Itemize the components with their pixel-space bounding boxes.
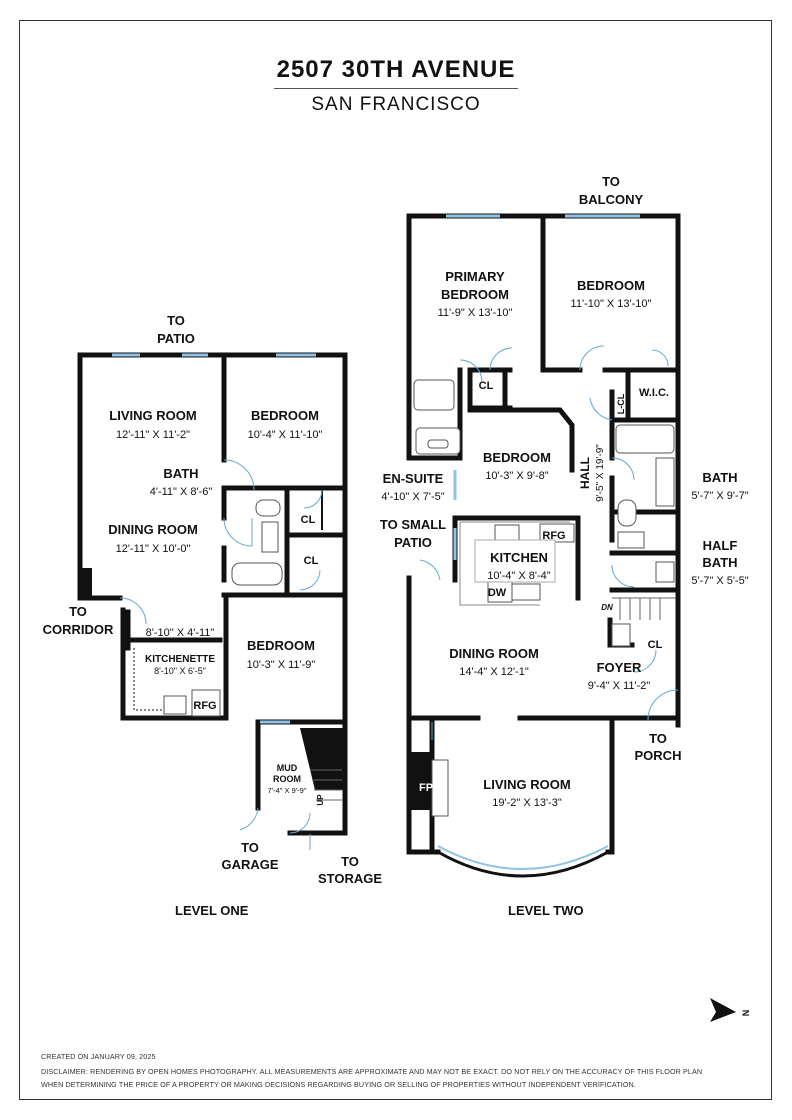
city-subtitle: SAN FRANCISCO [311,94,481,115]
created-date: CREATED ON JANUARY 09, 2025 [41,1052,156,1061]
to-patio-label-2: PATIO [157,331,195,346]
title-divider [274,88,518,89]
l2-bath-dims: 5'-7" X 9'-7" [691,490,748,502]
to-garage-label-2: GARAGE [221,857,278,872]
to-garage-label-1: TO [241,840,259,855]
l2-bedroom-a-name: BEDROOM [577,278,645,293]
l2-bedroom-b-name: BEDROOM [483,450,551,465]
foyer-name: FOYER [597,660,642,675]
level-two-title: LEVEL TWO [508,903,584,918]
l1-bath-name: BATH [163,466,198,481]
level-two-plan [406,213,681,878]
page-frame [19,20,772,1100]
l2-living-room-dims: 19'-2" X 13'-3" [492,797,562,809]
l1-bedroom1-dims: 10'-4" X 11'-10" [248,429,323,441]
l2-dining-room-name: DINING ROOM [449,646,539,661]
l2-living-room-name: LIVING ROOM [483,777,570,792]
to-patio-label-1: TO [167,313,185,328]
l1-up-label: UP [316,794,325,806]
hall-dims: 9'-5" X 19'-9" [595,444,606,502]
l2-foyer-closet-label: CL [648,639,663,651]
to-corridor-label-2: CORRIDOR [43,622,114,637]
hall-name: HALL [578,457,592,489]
disclaimer-line-1: DISCLAIMER: RENDERING BY OPEN HOMES PHOT… [41,1067,703,1076]
l2-bedroom-a-dims: 11'-10" X 13'-10" [571,298,652,310]
primary-bedroom-name-1: PRIMARY [445,269,505,284]
to-small-patio-label-1: TO SMALL [380,517,446,532]
l1-living-room-dims: 12'-11" X 11'-2" [116,429,190,441]
to-porch-label-2: PORCH [635,748,682,763]
l1-bath-dims: 4'-11" X 8'-6" [150,486,213,498]
kitchen-dims: 10'-4" X 8'-4" [487,570,550,582]
primary-bedroom-name-2: BEDROOM [441,287,509,302]
l2-bedroom-b-dims: 10'-3" X 9'-8" [485,470,548,482]
l1-kitchenette-dims: 8'-10" X 6'-5" [154,666,206,676]
l1-bedroom2-dims: 10'-3" X 11'-9" [247,659,316,671]
to-balcony-label-1: TO [602,174,620,189]
walk-in-closet-label: W.I.C. [639,387,669,399]
l1-dining-room-dims: 12'-11" X 10'-0" [116,543,191,555]
to-storage-label-2: STORAGE [318,871,382,886]
primary-bedroom-dims: 11'-9" X 13'-10" [438,307,513,319]
l2-bath-name: BATH [702,470,737,485]
en-suite-name: EN-SUITE [383,471,444,486]
l1-bedroom1-name: BEDROOM [251,408,319,423]
half-bath-dims: 5'-7" X 5'-5" [691,575,748,587]
l1-hall-dims: 8'-10" X 4'-11" [146,627,215,639]
compass-arrow-icon [710,998,736,1022]
to-porch-label-1: TO [649,731,667,746]
fireplace-label: FP [419,782,433,794]
l1-rfg-label: RFG [193,700,216,712]
l1-closet-label-1: CL [301,514,316,526]
l2-down-label: DN [601,603,613,612]
address-title: 2507 30TH AVENUE [276,56,516,83]
level-one-plan [77,352,348,850]
to-corridor-label-1: TO [69,604,87,619]
disclaimer-line-2: WHEN DETERMINING THE PRICE OF A PROPERTY… [41,1080,636,1089]
l1-closet-label-2: CL [304,555,319,567]
to-storage-label-1: TO [341,854,359,869]
linen-closet-label: L-CL [616,393,626,414]
mud-room-name-1: MUD [277,763,298,773]
mud-room-dims: 7'-4" X 9'-9" [267,786,306,795]
l2-rfg-label: RFG [542,530,565,542]
to-small-patio-label-2: PATIO [394,535,432,550]
l1-living-room-name: LIVING ROOM [109,408,196,423]
dishwasher-label: DW [488,587,507,599]
half-bath-name-1: HALF [703,538,738,553]
l1-bedroom2-name: BEDROOM [247,638,315,653]
foyer-dims: 9'-4" X 11'-2" [588,680,651,692]
to-balcony-label-2: BALCONY [579,192,644,207]
half-bath-name-2: BATH [702,555,737,570]
l2-dining-room-dims: 14'-4" X 12'-1" [459,666,529,678]
l1-kitchenette-name: KITCHENETTE [145,654,215,665]
l1-dining-room-name: DINING ROOM [108,522,198,537]
en-suite-dims: 4'-10" X 7'-5" [381,491,444,503]
compass-north-label: N [741,1010,751,1017]
l2-closet-label: CL [479,380,494,392]
kitchen-name: KITCHEN [490,550,548,565]
level-one-title: LEVEL ONE [175,903,249,918]
mud-room-name-2: ROOM [273,774,301,784]
